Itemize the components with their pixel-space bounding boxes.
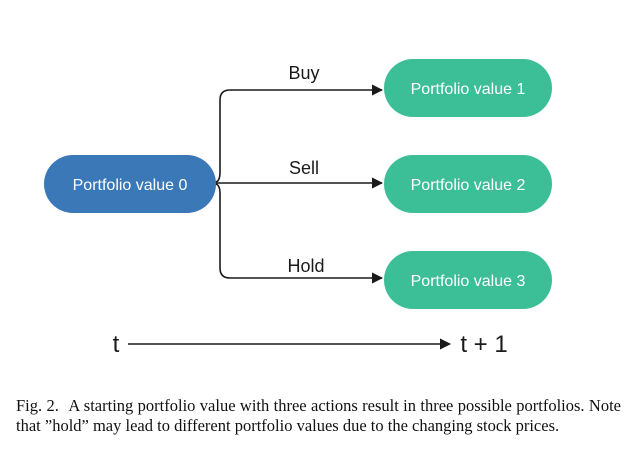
outcome-node-3-label: Portfolio value 3 [411, 273, 526, 290]
outcome-node-1: Portfolio value 1 [384, 59, 552, 117]
figure-caption: Fig. 2. A starting portfolio value with … [16, 396, 621, 436]
start-node: Portfolio value 0 [44, 155, 216, 213]
timeline-end-label: t + 1 [460, 331, 507, 358]
outcome-node-2-label: Portfolio value 2 [411, 177, 526, 194]
outcome-node-3: Portfolio value 3 [384, 251, 552, 309]
action-label-buy: Buy [288, 63, 319, 83]
timeline-start-label: t [113, 331, 120, 358]
edge-buy [214, 84, 384, 183]
edge-hold [214, 183, 384, 284]
action-label-hold: Hold [287, 256, 324, 276]
action-label-sell: Sell [289, 158, 319, 178]
figure-label: Fig. 2. [16, 396, 59, 415]
start-node-label: Portfolio value 0 [73, 177, 188, 194]
caption-text: A starting portfolio value with three ac… [16, 396, 621, 435]
decision-diagram: Buy Sell Hold Portfolio value 0 Portfoli… [44, 59, 552, 358]
outcome-node-2: Portfolio value 2 [384, 155, 552, 213]
outcome-node-1-label: Portfolio value 1 [411, 81, 526, 98]
